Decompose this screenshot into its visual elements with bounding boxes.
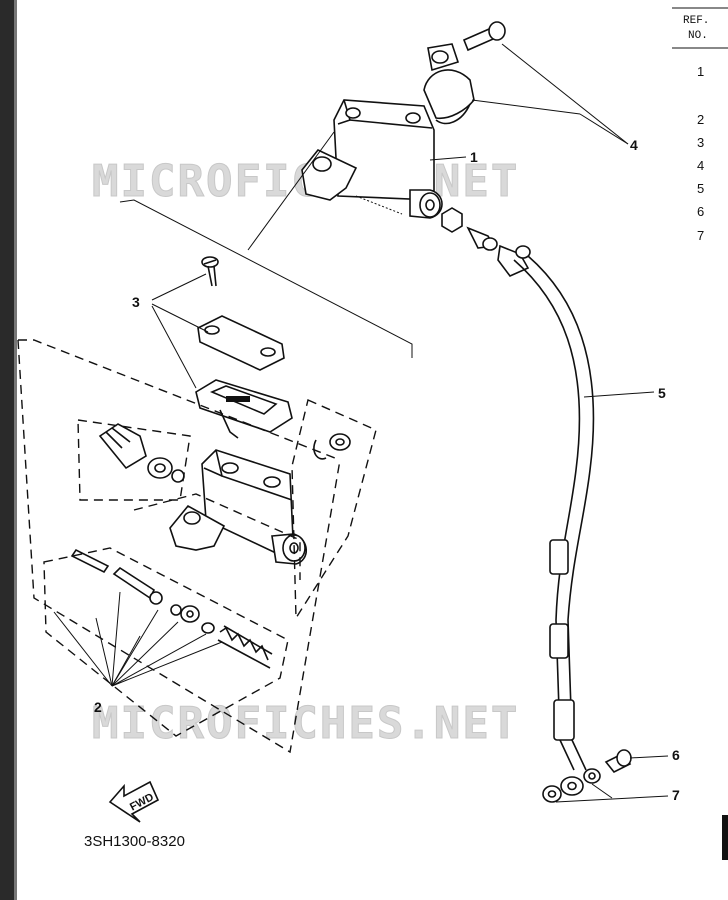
ref-table-row-1: 1 (697, 64, 704, 79)
group-box-seals (77, 419, 191, 501)
cap-screw (201, 256, 219, 287)
leader-3 (151, 273, 209, 389)
watermark-bottom: MICROFICHES.NET (92, 698, 519, 749)
group-box-body (133, 493, 301, 580)
group-box-piston (43, 547, 289, 737)
callout-3: 3 (132, 294, 140, 310)
ref-table-header-ref: REF. (683, 15, 709, 27)
dust-boot (98, 423, 185, 483)
callout-6: 6 (672, 747, 680, 763)
explode-guide-left (247, 131, 335, 251)
scan-edge-shadow (0, 0, 14, 900)
ref-table-row-7: 7 (697, 228, 704, 243)
ref-table-header-no: NO. (688, 30, 708, 42)
callout-4: 4 (630, 137, 638, 153)
explode-guide-frame (119, 199, 413, 358)
leader-7 (555, 795, 669, 803)
clamp-bracket (423, 43, 475, 125)
banjo-fittings-top (441, 207, 531, 277)
ref-table: REF. NO. 1 2 3 4 5 6 7 (672, 7, 728, 860)
leader-2 (53, 591, 223, 687)
master-cylinder-top (301, 99, 443, 219)
callout-1: 1 (470, 149, 478, 165)
ref-table-row-5: 5 (697, 181, 704, 196)
brake-hose (513, 255, 595, 771)
lower-banjo (542, 749, 632, 803)
scan-edge-highlight (14, 0, 17, 900)
leader-4 (471, 43, 629, 145)
group-box-outer (17, 339, 341, 754)
ref-table-row-4: 4 (697, 158, 704, 173)
leader-6 (629, 755, 669, 759)
callout-7: 7 (672, 787, 680, 803)
ref-table-row-6: 6 (697, 204, 704, 219)
clamp-bolt (462, 21, 506, 52)
cap-diaphragm (195, 379, 293, 439)
group-box-valve (291, 399, 377, 621)
piston-kit (70, 548, 273, 669)
check-valve (313, 433, 351, 460)
ref-table-row-3: 3 (697, 135, 704, 150)
callout-2: 2 (94, 699, 102, 715)
leader-1 (429, 156, 467, 161)
diagram-part-code: 3SH1300-8320 (84, 833, 185, 850)
master-cylinder-body (169, 449, 308, 565)
fwd-arrow-icon: FWD (108, 780, 160, 823)
reservoir-cap (197, 315, 285, 371)
ref-table-row-2: 2 (697, 112, 704, 127)
leader-5 (583, 391, 655, 398)
callout-5: 5 (658, 385, 666, 401)
